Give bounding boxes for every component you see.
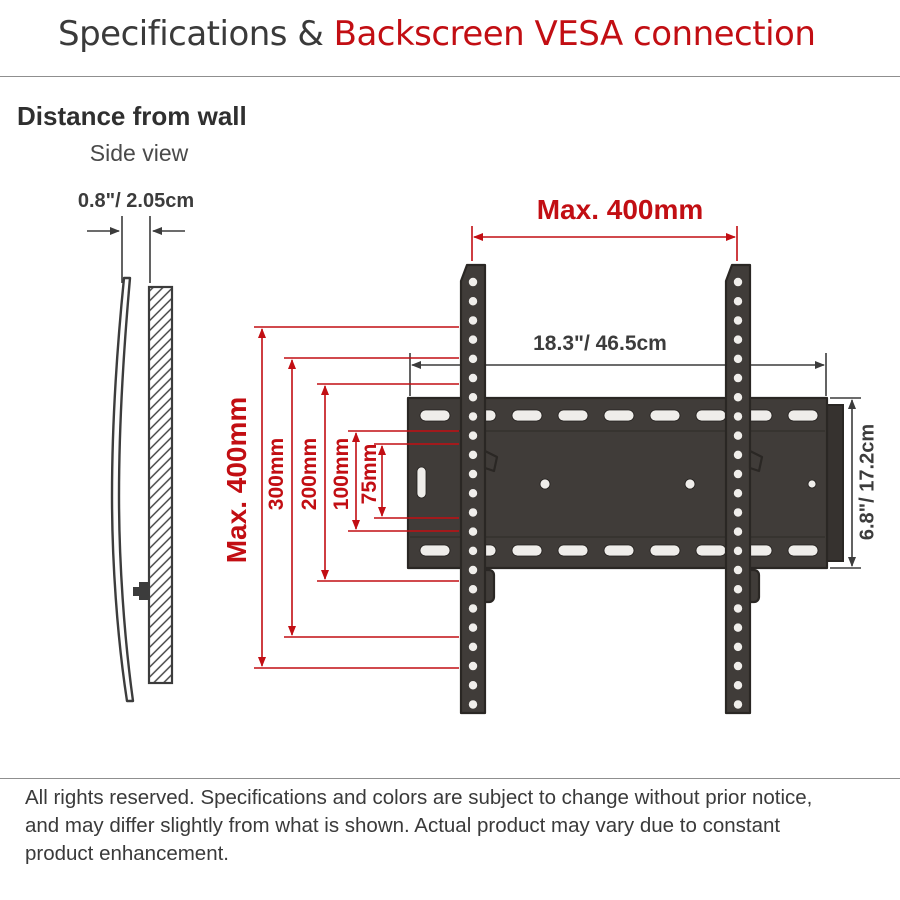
max-width-label: Max. 400mm <box>536 194 704 225</box>
right-rail <box>724 263 764 715</box>
title-prefix: Specifications & <box>58 14 334 54</box>
vesa-300-label: 300mm <box>265 437 288 511</box>
page-title: Specifications & Backscreen VESA connect… <box>58 14 816 54</box>
front-view-drawing <box>254 226 861 715</box>
vesa-height-dimensions <box>254 326 459 669</box>
wall-distance-label: 0.8"/ 2.05cm <box>77 190 195 212</box>
left-rail <box>459 263 499 715</box>
disclaimer-line: All rights reserved. Specifications and … <box>25 786 813 809</box>
tv-profile <box>110 276 135 703</box>
title-highlight: Backscreen VESA connection <box>333 14 816 54</box>
side-view-subheading: Side view <box>89 140 189 166</box>
top-divider <box>0 76 900 77</box>
side-view-heading: Distance from wall <box>17 101 247 131</box>
mount-screw <box>133 582 150 600</box>
plate-height-label: 6.8"/ 17.2cm <box>856 423 879 541</box>
bottom-divider <box>0 778 900 779</box>
disclaimer-line: and may differ slightly from what is sho… <box>25 814 781 837</box>
disclaimer-line: product enhancement. <box>25 842 229 865</box>
vesa-75-label: 75mm <box>358 443 381 505</box>
plate-height-dimension <box>830 397 861 569</box>
max-height-label: Max. 400mm <box>221 396 252 564</box>
vesa-100-label: 100mm <box>330 437 353 511</box>
disclaimer: All rights reserved. Specifications and … <box>25 784 812 868</box>
max-width-dimension <box>471 226 738 261</box>
plate-width-label: 18.3"/ 46.5cm <box>533 332 667 355</box>
plate-flange <box>826 404 844 562</box>
vesa-200-label: 200mm <box>298 437 321 511</box>
wall-distance-dimension <box>87 216 185 283</box>
side-view-drawing <box>87 216 185 703</box>
